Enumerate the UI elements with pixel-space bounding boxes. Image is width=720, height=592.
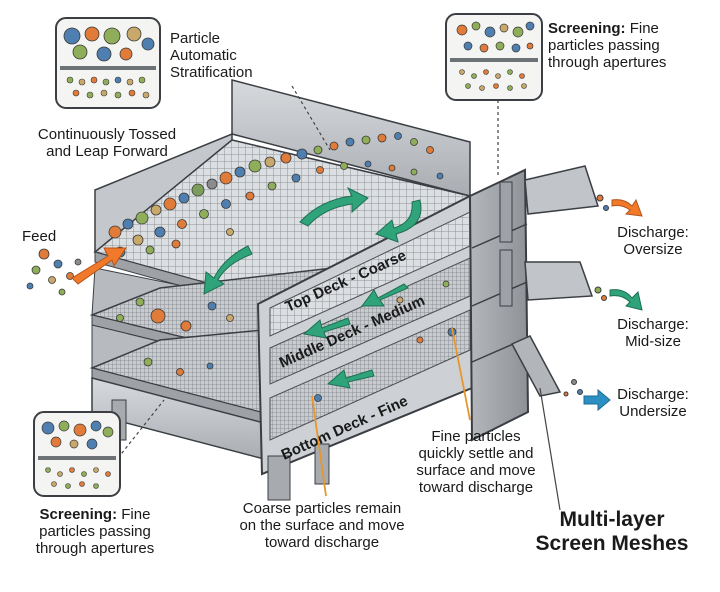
- particles-lower: [116, 280, 457, 402]
- label-discharge-midsize: Discharge: Mid-size: [617, 316, 689, 350]
- screening-bottom-title: Screening:: [39, 506, 118, 523]
- label-discharge-oversize: Discharge: Oversize: [617, 224, 689, 258]
- feed-arrow: [71, 247, 127, 285]
- flow-arrow-2: [375, 199, 422, 243]
- flow-arrow-3: [203, 245, 253, 295]
- inset-stratification: [55, 17, 161, 109]
- flow-arrow-6: [326, 369, 375, 389]
- leader-lines: [117, 85, 561, 511]
- label-discharge-undersize: Discharge: Undersize: [617, 386, 689, 420]
- screening-bottom-body: Fine particles passing through apertures: [35, 506, 155, 557]
- inset-screening-bottom: [33, 411, 121, 497]
- chute-undersize: [510, 335, 562, 397]
- label-screening-top: Screening: Fine particles passing throug…: [548, 20, 666, 71]
- discharge-tower: [468, 168, 530, 442]
- leader-coarse-remain: [311, 395, 327, 497]
- leader-stratification: [291, 85, 331, 151]
- leader-screening-bottom: [117, 399, 165, 459]
- label-tossed: Continuously Tossed and Leap Forward: [37, 126, 177, 160]
- flow-arrow-4: [361, 283, 409, 307]
- discharge-arrow-oversize: [611, 198, 643, 217]
- discharge-arrow-midsize: [609, 289, 643, 311]
- screening-top-body: Fine particles passing through apertures: [548, 20, 667, 71]
- chute-midsize: [524, 261, 594, 301]
- label-feed: Feed: [22, 228, 57, 245]
- discharge-arrow-undersize: [583, 388, 611, 412]
- inset-screening-top: [445, 13, 543, 101]
- chute-oversize: [524, 165, 599, 215]
- label-fine-settle: Fine particles quickly settle and surfac…: [416, 428, 536, 496]
- discharge-arrows: [563, 194, 643, 412]
- flow-arrow-1: [299, 186, 369, 227]
- leader-fine-settle: [451, 327, 471, 421]
- particles-top: [108, 132, 444, 258]
- screening-top-title: Screening:: [548, 20, 626, 37]
- label-stratification: Particle Automatic Stratification: [170, 30, 253, 81]
- flow-arrow-5: [302, 317, 351, 339]
- label-multilayer: Multi-layer Screen Meshes: [535, 508, 689, 555]
- label-coarse-remain: Coarse particles remain on the surface a…: [239, 500, 405, 551]
- label-screening-bottom: Screening: Fine particles passing throug…: [10, 506, 180, 557]
- leg-front: [267, 455, 291, 501]
- flow-arrows: [203, 186, 422, 389]
- leader-multilayer: [539, 387, 561, 511]
- feed-particles: [26, 248, 82, 296]
